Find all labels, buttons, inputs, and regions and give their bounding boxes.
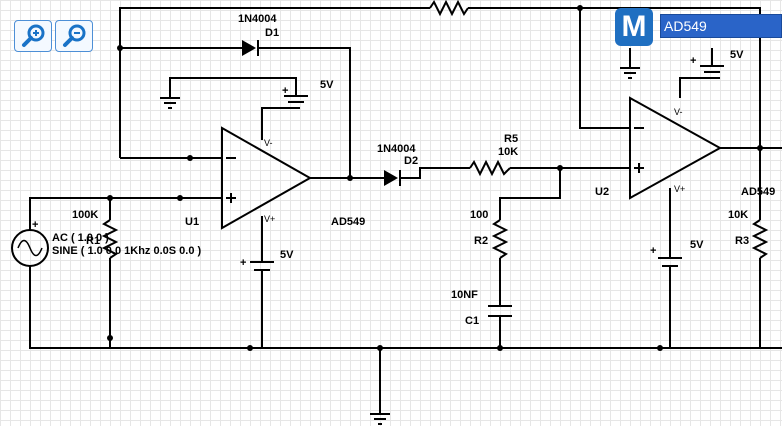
wire-bat-u1-top	[169, 77, 297, 98]
junction	[377, 345, 383, 351]
label-d2-ref: D2	[404, 155, 418, 167]
junction	[757, 145, 763, 151]
diode-d2	[384, 170, 398, 186]
zoom-out-icon	[63, 24, 86, 47]
bat-u2-bottom-plus: +	[650, 245, 656, 257]
label-bat-u1-top: 5V	[320, 79, 334, 91]
bat-u2-top-plus: +	[690, 55, 696, 67]
source-plus: +	[32, 219, 38, 231]
wire-u1-plus	[29, 197, 222, 230]
resistor-r3	[751, 219, 769, 259]
wire-d1-right	[258, 47, 351, 178]
label-u1-ref: U1	[185, 216, 199, 228]
wire-ground-bus	[29, 266, 782, 349]
junction	[177, 195, 183, 201]
label-u2-ref: U2	[595, 186, 609, 198]
label-u1-vplus: V+	[264, 214, 275, 224]
label-r1-ref: R1	[86, 235, 100, 247]
junction	[107, 195, 113, 201]
bat-u1-bottom-plus: +	[240, 257, 246, 269]
label-r5-value: 10K	[498, 146, 518, 158]
label-u2-vminus: V-	[674, 107, 683, 117]
label-bat-u2-top: 5V	[730, 49, 744, 61]
diode-d1	[242, 40, 256, 56]
label-bat-u2-bottom: 5V	[690, 239, 704, 251]
junction	[117, 45, 123, 51]
zoom-in-icon	[22, 24, 45, 47]
junction	[657, 345, 663, 351]
label-source-ac: AC ( 1.0 0 )	[52, 232, 109, 244]
wire-top-right	[468, 7, 630, 129]
junction	[347, 175, 353, 181]
label-d2-part: 1N4004	[377, 143, 416, 155]
label-r3-ref: R3	[735, 235, 749, 247]
resistor-r5	[469, 159, 511, 177]
junction	[247, 345, 253, 351]
label-r2-value: 100	[470, 209, 488, 221]
label-r2-ref: R2	[474, 235, 488, 247]
label-bat-u1-bottom: 5V	[280, 249, 294, 261]
junction	[557, 165, 563, 171]
wire-d2-r5	[400, 167, 470, 179]
opamp-u2	[629, 96, 723, 200]
label-d1-ref: D1	[265, 27, 279, 39]
wire-top-left	[119, 7, 430, 158]
wire-u2-vminus	[679, 77, 720, 98]
label-u2-part: AD549	[741, 186, 775, 198]
resistor-top	[429, 0, 469, 17]
part-name-field[interactable]: AD549	[660, 14, 782, 38]
wire-r2-branch	[499, 168, 561, 220]
bat-u1-top-plus: +	[282, 85, 288, 97]
label-r3-value: 10K	[728, 209, 748, 221]
junction	[187, 155, 193, 161]
resistor-r1	[101, 219, 119, 259]
zoom-in-button[interactable]	[14, 20, 52, 52]
property-editor: M AD549	[615, 8, 782, 46]
wire-u1-vminus	[261, 107, 300, 140]
label-u1-part: AD549	[331, 216, 365, 228]
label-u2-vplus: V+	[674, 184, 685, 194]
zoom-out-button[interactable]	[55, 20, 93, 52]
app-logo-icon: M	[615, 8, 653, 46]
junction	[497, 345, 503, 351]
junction	[577, 5, 583, 11]
label-u1-vminus: V-	[264, 138, 273, 148]
ac-source-wave	[17, 239, 43, 257]
label-source-sine: SINE ( 1.0 0.0 1Khz 0.0S 0.0 )	[52, 245, 202, 257]
label-r5-ref: R5	[504, 133, 518, 145]
label-d1-part: 1N4004	[238, 13, 277, 25]
opamp-u1	[221, 126, 313, 230]
label-c1-ref: C1	[465, 315, 479, 327]
label-r1-value: 100K	[72, 209, 98, 221]
junction	[107, 335, 113, 341]
resistor-r2	[491, 219, 509, 259]
label-c1-value: 10NF	[451, 289, 478, 301]
